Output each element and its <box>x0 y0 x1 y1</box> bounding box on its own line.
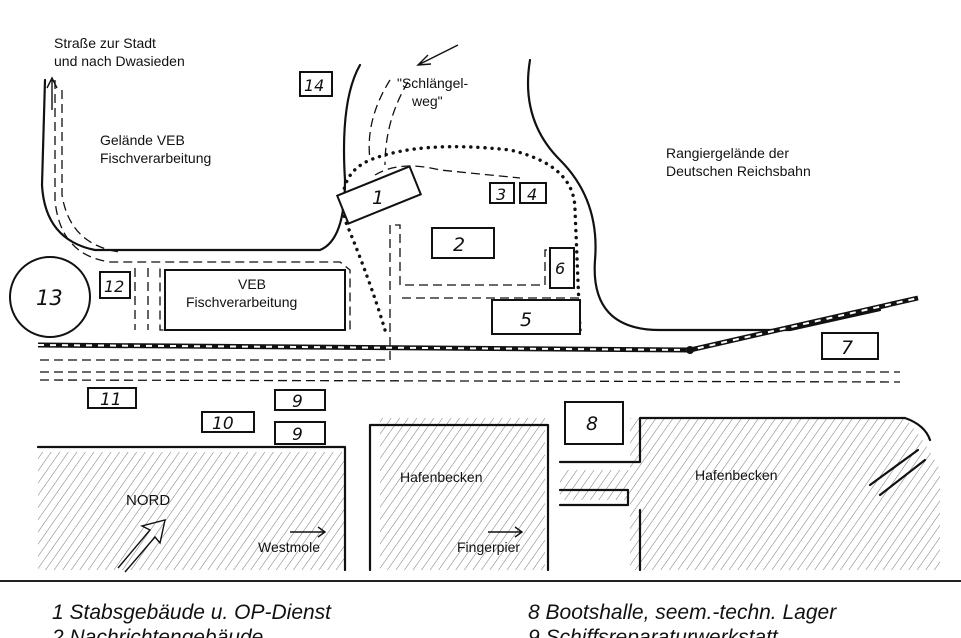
hafenbecken-left-label: Hafenbecken <box>400 469 483 485</box>
legend-item: 8 Bootshalle, seem.-techn. Lager <box>528 601 837 624</box>
svg-text:10: 10 <box>212 414 234 434</box>
building-veb <box>164 269 346 331</box>
legend-item: 2 Nachrichtengebäude <box>52 626 264 638</box>
quay-lines <box>36 416 932 572</box>
building-3: 3 <box>489 182 515 204</box>
legend: 1 Stabsgebäude u. OP-Dienst 2 Nachrichte… <box>0 580 961 638</box>
map-drawing: 1 2 3 4 5 6 7 8 9 9 10 11 <box>9 35 940 573</box>
svg-text:14: 14 <box>304 76 324 95</box>
nord-label: NORD <box>126 492 170 509</box>
building-10: 10 <box>201 411 255 434</box>
road-label-1: Straße zur Stadt <box>54 35 156 51</box>
building-9a: 9 <box>274 389 326 412</box>
veb-label-1: VEB <box>238 276 266 292</box>
building-12: 12 <box>99 271 131 299</box>
building-9b: 9 <box>274 421 326 445</box>
svg-text:2: 2 <box>453 234 465 256</box>
svg-text:6: 6 <box>555 259 565 278</box>
building-1: 1 <box>335 165 423 225</box>
road-label-2: und nach Dwasieden <box>54 53 185 69</box>
svg-text:12: 12 <box>104 277 124 296</box>
building-5: 5 <box>491 299 581 335</box>
svg-text:7: 7 <box>841 337 853 359</box>
svg-text:5: 5 <box>520 309 532 331</box>
svg-text:9: 9 <box>292 392 303 412</box>
roads <box>39 58 901 383</box>
svg-text:8: 8 <box>586 413 598 435</box>
schlaengelweg-label-2: weg" <box>411 93 443 109</box>
legend-left: 1 Stabsgebäude u. OP-Dienst 2 Nachrichte… <box>52 600 331 638</box>
hafenbecken-right-label: Hafenbecken <box>695 467 778 483</box>
svg-text:3: 3 <box>496 185 506 204</box>
svg-text:9: 9 <box>292 425 303 445</box>
rangier-label-1: Rangiergelände der <box>666 145 789 161</box>
svg-text:1: 1 <box>372 187 384 209</box>
building-6: 6 <box>549 247 575 289</box>
svg-text:4: 4 <box>527 185 537 204</box>
veb-label-2: Fischverarbeitung <box>186 294 297 310</box>
arrows <box>46 44 524 573</box>
building-11: 11 <box>87 387 137 410</box>
legend-item: 9 Schiffsreparaturwerkstatt <box>528 626 778 638</box>
gelaende-label-2: Fischverarbeitung <box>100 150 211 166</box>
svg-text:13: 13 <box>36 286 63 310</box>
svg-text:11: 11 <box>100 390 122 410</box>
building-4: 4 <box>519 182 547 204</box>
building-14: 14 <box>299 71 333 97</box>
building-13: 13 <box>9 256 91 338</box>
building-8: 8 <box>564 401 624 445</box>
building-7: 7 <box>821 332 879 360</box>
building-2: 2 <box>431 227 495 259</box>
footpath <box>341 144 582 332</box>
westmole-label: Westmole <box>258 539 320 555</box>
fingerpier-label: Fingerpier <box>457 539 520 555</box>
gelaende-label-1: Gelände VEB <box>100 132 185 148</box>
rangier-label-2: Deutschen Reichsbahn <box>666 163 811 179</box>
schlaengelweg-label-1: "Schlängel- <box>397 75 468 91</box>
railway <box>37 295 919 354</box>
legend-right: 8 Bootshalle, seem.-techn. Lager 9 Schif… <box>528 600 836 638</box>
legend-item: 1 Stabsgebäude u. OP-Dienst <box>52 601 332 624</box>
